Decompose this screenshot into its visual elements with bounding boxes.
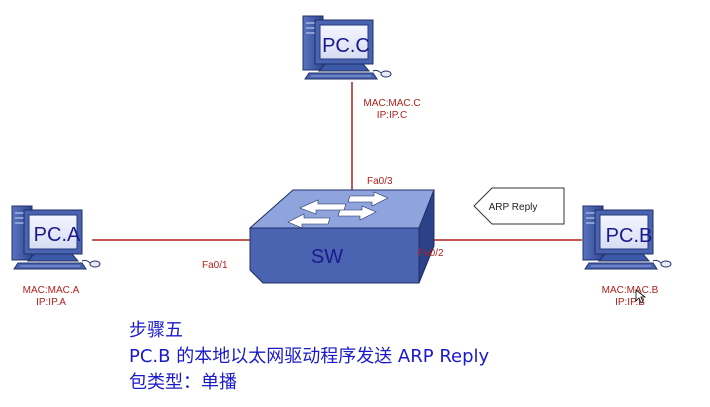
pc-b-ip: IP:IP.B bbox=[615, 297, 645, 308]
pc-b-node[interactable]: PC.B bbox=[582, 205, 672, 270]
step-title: 步骤五 bbox=[129, 320, 183, 341]
pc-c-ip: IP:IP.C bbox=[377, 110, 407, 121]
pc-b-mac: MAC:MAC.B bbox=[602, 285, 659, 296]
pc-c-node[interactable]: PC.C bbox=[302, 15, 392, 80]
pc-a-label: PC.A bbox=[34, 224, 81, 246]
cursor-icon bbox=[635, 289, 647, 304]
pc-a-ip: IP:IP.A bbox=[36, 297, 66, 308]
packet-tag-icon bbox=[473, 187, 565, 225]
pc-a-node[interactable]: PC.A bbox=[11, 205, 101, 270]
port-fa0-2: Fa0/2 bbox=[418, 248, 444, 259]
packet-type: 包类型：单播 bbox=[129, 372, 237, 393]
step-caption: 步骤五 PC.B 的本地以太网驱动程序发送 ARP Reply 包类型：单播 bbox=[129, 318, 489, 396]
pc-a-mac: MAC:MAC.A bbox=[23, 285, 80, 296]
switch-icon bbox=[248, 189, 435, 284]
pc-c-mac: MAC:MAC.C bbox=[363, 98, 420, 109]
port-fa0-1: Fa0/1 bbox=[202, 260, 228, 271]
port-fa0-3: Fa0/3 bbox=[367, 176, 393, 187]
pc-c-label: PC.C bbox=[322, 35, 370, 57]
switch-label: SW bbox=[311, 246, 343, 268]
packet-label: ARP Reply bbox=[489, 202, 538, 213]
arp-reply-packet: ARP Reply bbox=[473, 187, 565, 225]
step-action: PC.B 的本地以太网驱动程序发送 ARP Reply bbox=[129, 346, 490, 367]
pc-b-label: PC.B bbox=[606, 225, 653, 247]
switch-node[interactable]: SW bbox=[248, 189, 435, 284]
